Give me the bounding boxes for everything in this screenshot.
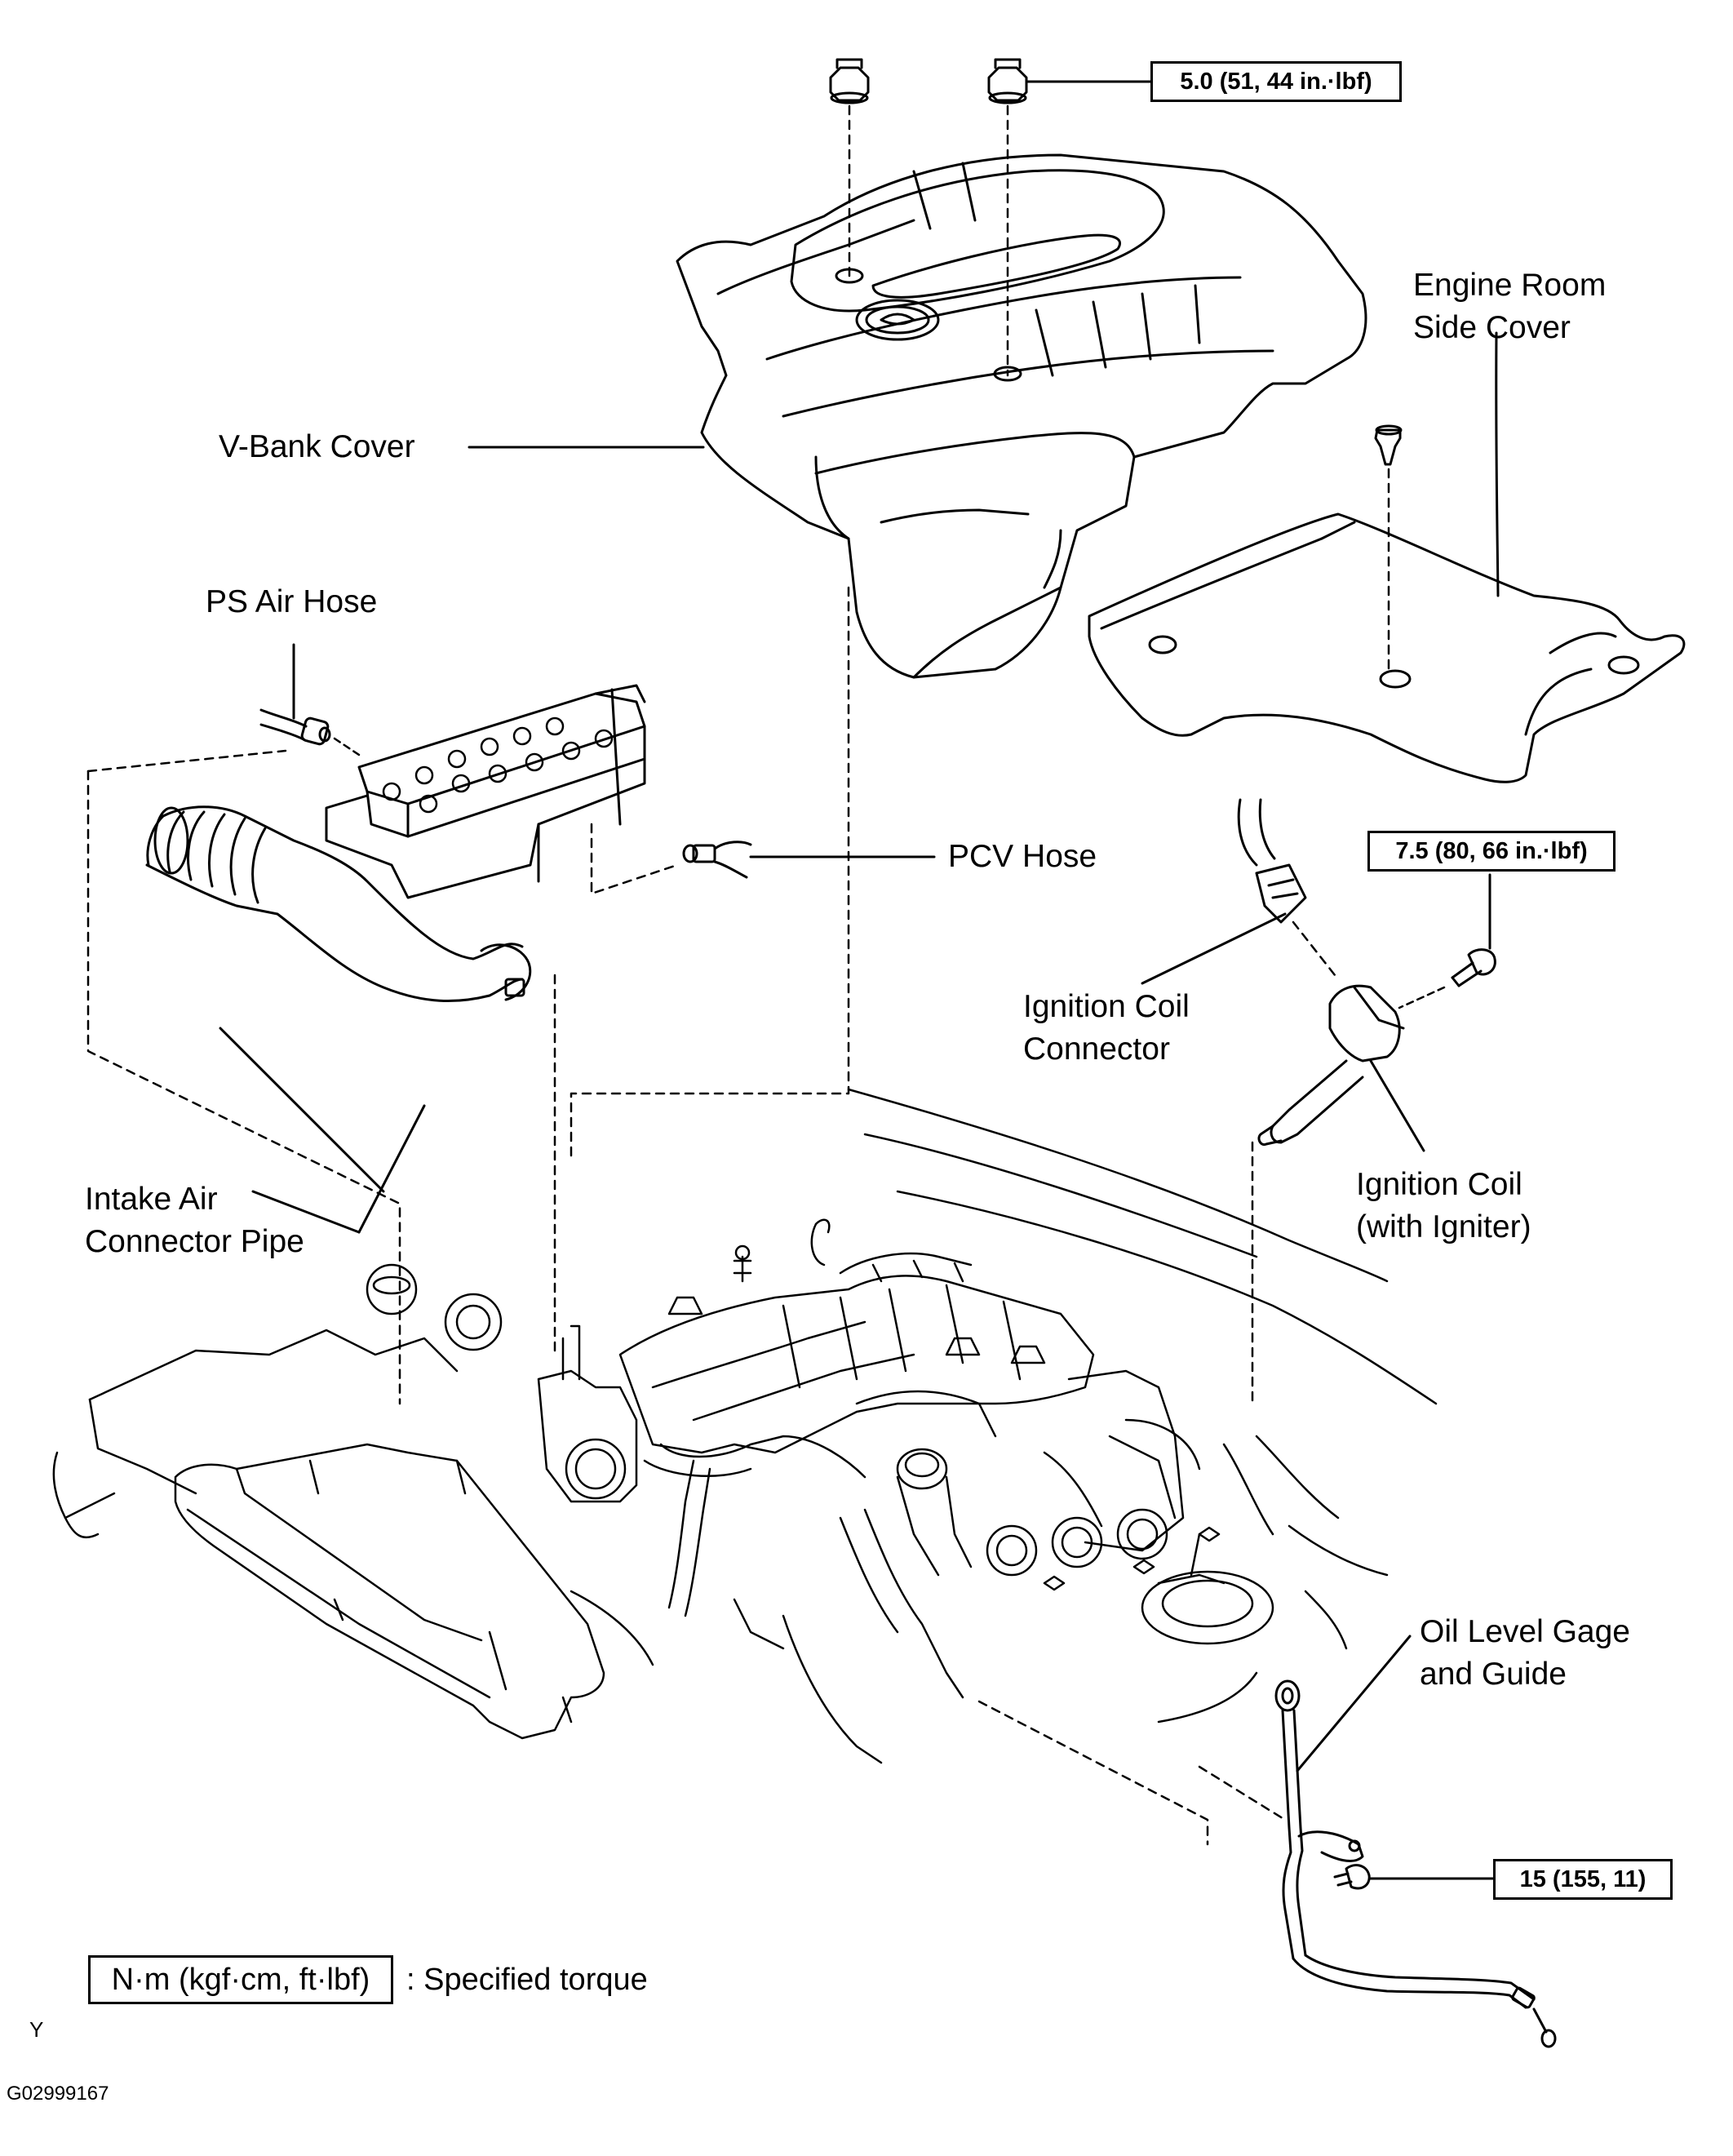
side-cover-leader bbox=[1495, 331, 1500, 597]
label-engine-room-side-cover-line2: Side Cover bbox=[1413, 310, 1571, 345]
coil-connector-leader bbox=[1141, 912, 1287, 985]
intake-pipe-leader bbox=[219, 1027, 426, 1234]
label-v-bank-cover: V-Bank Cover bbox=[219, 429, 415, 464]
oil-gage-leader bbox=[1296, 1635, 1412, 1772]
engine-room-side-cover bbox=[1088, 512, 1686, 783]
cover-nut-dash-lines bbox=[848, 104, 1009, 377]
label-ignition-coil-line1: Ignition Coil bbox=[1356, 1167, 1522, 1202]
engine-assembly bbox=[52, 1088, 1438, 1764]
side-cover-clip bbox=[1374, 424, 1403, 466]
ps-hose-dash bbox=[333, 737, 361, 756]
label-intake-air-connector-pipe-line2: Connector Pipe bbox=[85, 1224, 304, 1259]
label-pcv-hose: PCV Hose bbox=[948, 839, 1097, 874]
label-ignition-coil-connector-line2: Connector bbox=[1023, 1031, 1170, 1067]
footer-code-letter: Y bbox=[29, 2017, 44, 2042]
oil-gage-dash-lines bbox=[977, 1700, 1287, 1846]
ignition-coil-leader bbox=[1369, 1059, 1425, 1152]
intake-dash-lines bbox=[86, 749, 679, 1405]
oil-level-gage-and-guide bbox=[1274, 1679, 1557, 2048]
legend-description: : Specified torque bbox=[406, 1963, 648, 1997]
air-cleaner-assembly bbox=[325, 684, 646, 899]
label-oil-level-gage-line1: Oil Level Gage bbox=[1420, 1614, 1630, 1649]
label-ignition-coil-connector-line1: Ignition Coil bbox=[1023, 989, 1190, 1024]
torque-box-guide-bolt: 15 (155, 11) bbox=[1493, 1859, 1673, 1900]
pcv-hose bbox=[682, 841, 752, 879]
ignition-coil bbox=[1257, 984, 1405, 1147]
guide-bolt bbox=[1333, 1864, 1371, 1890]
ignition-coil-connector bbox=[1237, 798, 1307, 924]
footer-figure-id: G02999167 bbox=[7, 2083, 109, 2105]
label-intake-air-connector-pipe-line1: Intake Air bbox=[85, 1182, 218, 1217]
torque-box-coil-bolt: 7.5 (80, 66 in.·lbf) bbox=[1367, 831, 1616, 872]
cover-nut-right bbox=[987, 58, 1028, 104]
torque-box-cover-nut: 5.0 (51, 44 in.·lbf) bbox=[1150, 61, 1402, 102]
legend-unit-box: N·m (kgf·cm, ft·lbf) bbox=[88, 1955, 393, 2004]
connector-dash bbox=[1292, 921, 1340, 981]
intake-air-connector-pipe bbox=[145, 805, 532, 1003]
label-engine-room-side-cover-line1: Engine Room bbox=[1413, 268, 1607, 303]
intake-pipe-leader-tail bbox=[251, 1190, 361, 1234]
coil-bolt-dash bbox=[1398, 986, 1446, 1009]
label-oil-level-gage-line2: and Guide bbox=[1420, 1657, 1567, 1692]
label-ignition-coil-line2: (with Igniter) bbox=[1356, 1209, 1531, 1244]
label-ps-air-hose: PS Air Hose bbox=[206, 584, 378, 619]
cover-to-engine-dash bbox=[570, 586, 850, 1160]
coil-bolt bbox=[1451, 948, 1496, 987]
cover-nut-left bbox=[829, 58, 870, 104]
v-bank-cover bbox=[676, 153, 1367, 679]
ps-air-hose bbox=[259, 708, 331, 746]
